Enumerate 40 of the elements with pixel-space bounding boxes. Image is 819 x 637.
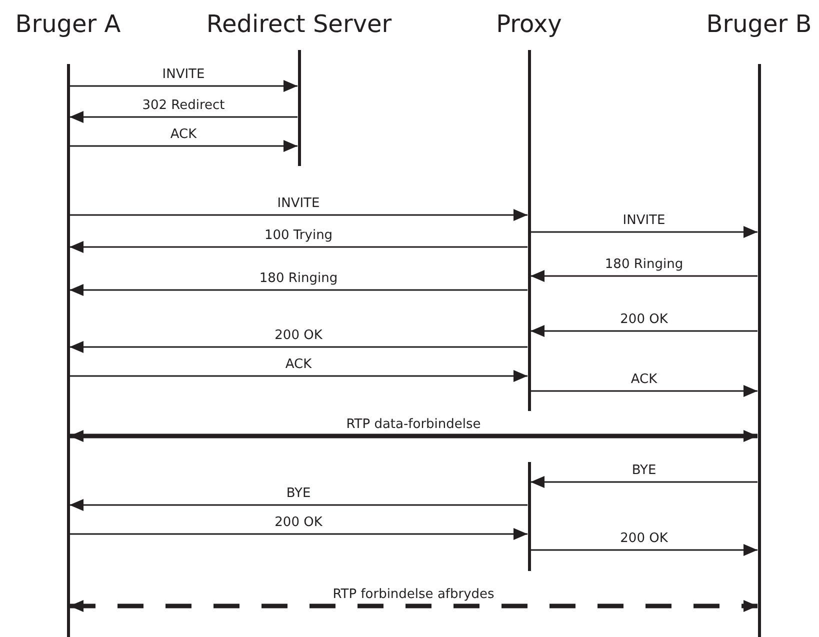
- message-label: 100 Trying: [264, 228, 333, 244]
- message-arrow: [530, 476, 758, 488]
- message-label: INVITE: [162, 67, 205, 83]
- message-arrow: [70, 341, 528, 353]
- message-arrow: [530, 226, 758, 238]
- message-label: BYE: [286, 486, 311, 502]
- participant-name: Redirect Server: [205, 9, 393, 40]
- participant-name: Proxy: [495, 9, 563, 40]
- message-label: 200 OK: [620, 312, 668, 328]
- message-arrow: [70, 430, 758, 442]
- message-arrow: [70, 370, 528, 382]
- message-arrow: [70, 241, 528, 253]
- message-arrow: [530, 270, 758, 282]
- message-label: ACK: [285, 357, 312, 373]
- message-arrow: [70, 528, 528, 540]
- message-label: RTP data-forbindelse: [346, 417, 481, 433]
- message-label: ACK: [170, 127, 197, 143]
- message-arrow: [70, 209, 528, 221]
- message-arrow: [70, 600, 758, 612]
- message-arrow: [70, 284, 528, 296]
- message-arrow: [70, 140, 298, 152]
- message-label: BYE: [632, 463, 656, 479]
- message-arrow: [530, 385, 758, 397]
- message-label: 200 OK: [620, 531, 668, 547]
- message-label: INVITE: [622, 213, 666, 229]
- message-label: ACK: [630, 372, 658, 388]
- message-label: 302 Redirect: [142, 98, 225, 114]
- message-label: INVITE: [277, 196, 320, 212]
- message-label: 180 Ringing: [259, 271, 338, 287]
- message-label: 180 Ringing: [604, 257, 684, 273]
- participant-name: Bruger A: [14, 9, 122, 40]
- participant-name: Bruger B: [705, 9, 813, 40]
- message-arrow: [70, 499, 528, 511]
- message-arrow: [70, 80, 298, 92]
- message-arrow: [530, 544, 758, 556]
- message-arrow: [530, 325, 758, 337]
- message-arrow: [70, 111, 298, 123]
- message-label: 200 OK: [274, 515, 322, 531]
- message-label: 200 OK: [274, 328, 322, 344]
- message-label: RTP forbindelse afbrydes: [332, 587, 494, 603]
